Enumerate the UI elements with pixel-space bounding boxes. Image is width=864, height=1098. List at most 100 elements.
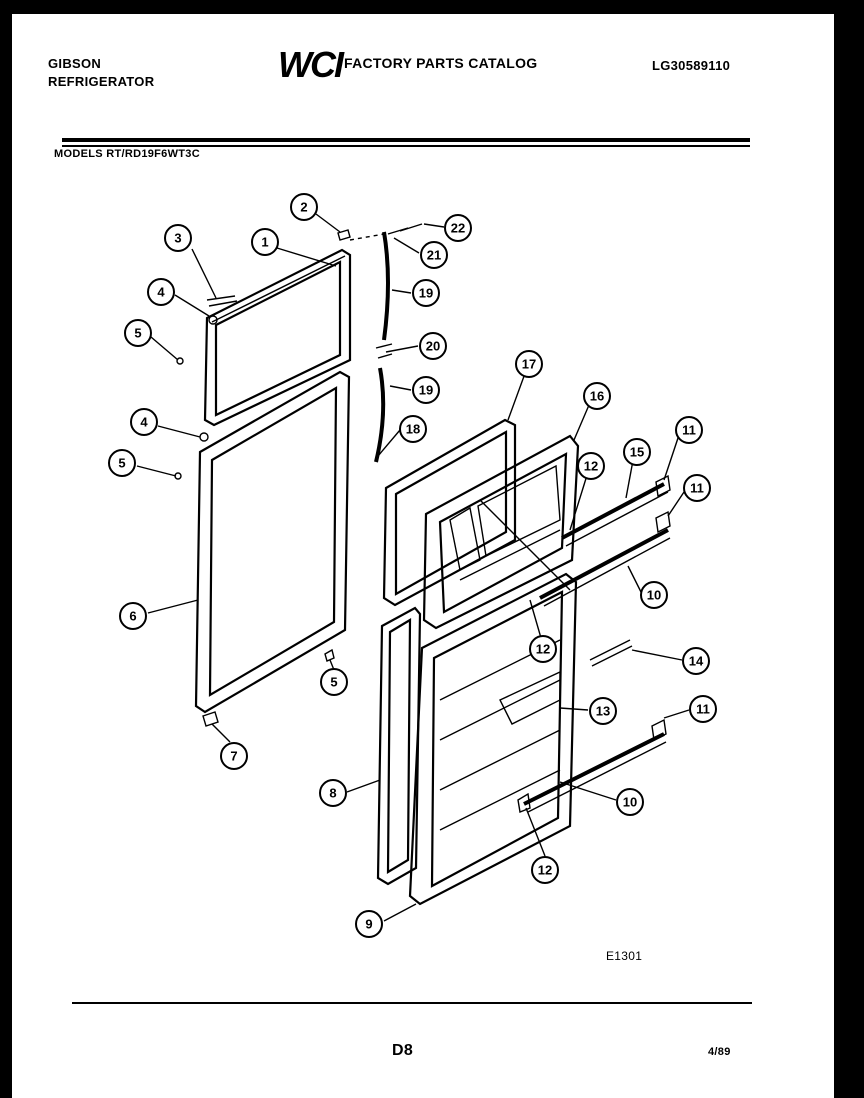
callout-6: 6 xyxy=(119,602,147,630)
svg-text:9: 9 xyxy=(365,917,372,932)
shelf-end-cap-11b xyxy=(655,510,671,534)
svg-text:5: 5 xyxy=(330,675,337,690)
svg-text:5: 5 xyxy=(118,456,125,471)
cap-5-lower xyxy=(324,648,335,662)
shelf-bar-15 xyxy=(561,482,665,540)
svg-text:14: 14 xyxy=(689,654,704,669)
callout-16: 16 xyxy=(583,382,611,410)
svg-text:12: 12 xyxy=(584,459,598,474)
svg-text:1: 1 xyxy=(261,235,268,250)
shelf-bar-10-lower-edge xyxy=(527,741,667,813)
page-code: D8 xyxy=(392,1042,414,1059)
svg-text:8: 8 xyxy=(329,786,336,801)
screw-3 xyxy=(206,295,238,307)
handle-part-20 xyxy=(375,343,393,359)
svg-text:12: 12 xyxy=(536,642,550,657)
catalog-title: FACTORY PARTS CATALOG xyxy=(344,55,538,71)
fresh-food-door-outer xyxy=(194,370,351,714)
dashed-guide xyxy=(349,233,385,241)
callout-19-upper: 19 xyxy=(412,279,440,307)
callout-19-lower: 19 xyxy=(412,376,440,404)
callout-7: 7 xyxy=(220,742,248,770)
diagram-code: E1301 xyxy=(606,949,643,963)
freezer-door-outer xyxy=(203,248,352,427)
shelf-bar-15-edge xyxy=(565,491,669,547)
wci-logo: WCI xyxy=(278,44,344,85)
callout-11-b: 11 xyxy=(683,474,711,502)
svg-text:12: 12 xyxy=(538,863,552,878)
callout-1: 1 xyxy=(251,228,279,256)
handle-19-lower xyxy=(374,367,386,463)
svg-text:11: 11 xyxy=(682,423,696,438)
svg-text:7: 7 xyxy=(230,749,237,764)
header-rule-thin xyxy=(62,145,750,147)
callout-4-lower: 4 xyxy=(130,408,158,436)
svg-text:11: 11 xyxy=(696,702,710,717)
catalog-date: 4/89 xyxy=(708,1046,731,1058)
svg-text:21: 21 xyxy=(427,248,441,263)
svg-text:5: 5 xyxy=(134,326,141,341)
callout-15: 15 xyxy=(623,438,651,466)
svg-text:15: 15 xyxy=(630,445,644,460)
callout-5-lower: 5 xyxy=(320,668,348,696)
svg-text:22: 22 xyxy=(451,221,465,236)
document-number: LG30589110 xyxy=(652,58,731,73)
upper-gasket-17 xyxy=(382,418,517,607)
svg-text:4: 4 xyxy=(140,415,148,430)
callout-12-mid: 12 xyxy=(529,635,557,663)
retainer-14 xyxy=(589,639,633,667)
svg-text:16: 16 xyxy=(590,389,604,404)
callout-3: 3 xyxy=(164,224,192,252)
svg-text:6: 6 xyxy=(129,609,136,624)
screw-5-upper xyxy=(176,357,184,365)
svg-text:13: 13 xyxy=(596,704,610,719)
callout-5: 5 xyxy=(124,319,152,347)
callout-9: 9 xyxy=(355,910,383,938)
callout-21: 21 xyxy=(420,241,448,269)
handle-19-upper xyxy=(382,231,390,341)
header-rule-thick xyxy=(62,138,750,142)
footer-rule xyxy=(72,1002,752,1004)
callout-11-c: 11 xyxy=(689,695,717,723)
svg-text:17: 17 xyxy=(522,357,536,372)
cap-2 xyxy=(337,229,351,241)
callout-2: 2 xyxy=(290,193,318,221)
svg-text:20: 20 xyxy=(426,339,440,354)
shelf-end-cap-11c xyxy=(651,718,667,742)
leader-lines xyxy=(136,213,690,922)
callout-5-mid: 5 xyxy=(108,449,136,477)
upper-door-liner-16 xyxy=(422,434,580,630)
callout-22: 22 xyxy=(444,214,472,242)
callout-8: 8 xyxy=(319,779,347,807)
lower-gasket-8 xyxy=(376,606,422,886)
shelf-bar-10-upper xyxy=(539,528,669,600)
shelf-bar-10-upper-edge xyxy=(543,537,671,607)
callout-20: 20 xyxy=(419,332,447,360)
svg-text:18: 18 xyxy=(406,422,420,437)
svg-text:10: 10 xyxy=(623,795,637,810)
callout-14: 14 xyxy=(682,647,710,675)
callout-12-lower: 12 xyxy=(531,856,559,884)
callout-18: 18 xyxy=(399,415,427,443)
svg-text:19: 19 xyxy=(419,286,433,301)
callout-10-upper: 10 xyxy=(640,581,668,609)
model-numbers: MODELS RT/RD19F6WT3C xyxy=(54,148,200,160)
brand-name: GIBSON xyxy=(48,56,102,71)
callout-10-lower: 10 xyxy=(616,788,644,816)
svg-text:19: 19 xyxy=(419,383,433,398)
svg-text:3: 3 xyxy=(174,231,181,246)
svg-text:10: 10 xyxy=(647,588,661,603)
lower-door-liner-9 xyxy=(408,572,578,906)
shelf-retainer-12c xyxy=(517,792,531,813)
callout-12-upper: 12 xyxy=(577,452,605,480)
svg-text:2: 2 xyxy=(300,200,307,215)
callout-17: 17 xyxy=(515,350,543,378)
svg-text:4: 4 xyxy=(157,285,165,300)
hinge-part-4-lower xyxy=(199,432,209,442)
callout-4: 4 xyxy=(147,278,175,306)
callout-13: 13 xyxy=(589,697,617,725)
product-type: REFRIGERATOR xyxy=(48,74,155,89)
svg-text:11: 11 xyxy=(690,481,704,496)
hinge-part-4-upper xyxy=(208,315,218,325)
